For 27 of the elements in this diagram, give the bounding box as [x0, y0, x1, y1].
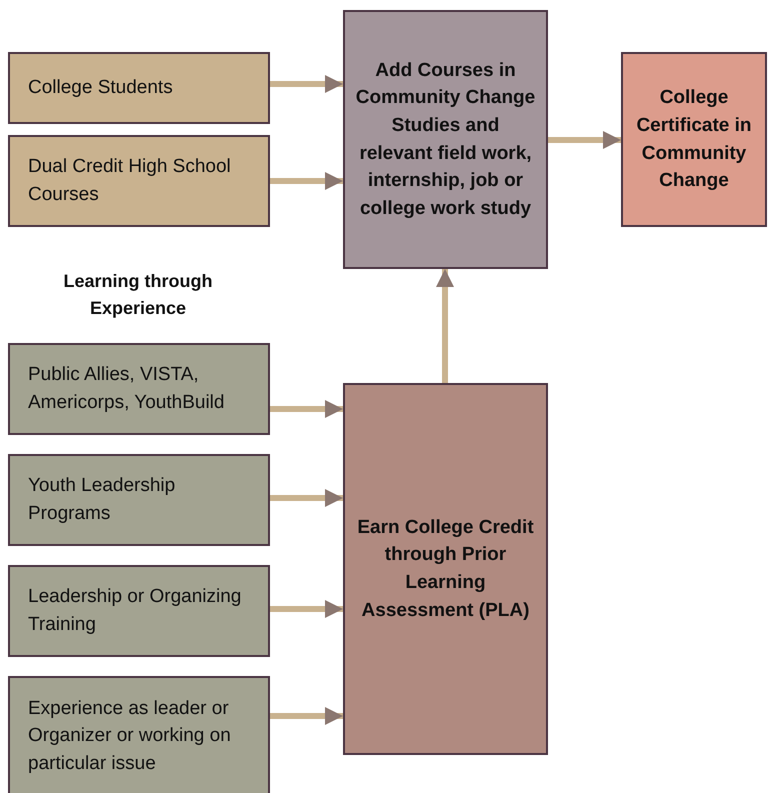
arrow	[270, 707, 343, 725]
section-heading: Learning through Experience	[62, 270, 214, 320]
box-text: College Students	[28, 76, 173, 100]
process-box	[343, 10, 548, 269]
process-box	[343, 383, 548, 755]
process-box	[8, 565, 270, 657]
process-box	[8, 676, 270, 793]
arrow	[270, 75, 343, 93]
arrow	[548, 131, 621, 149]
process-box	[8, 454, 270, 546]
box-text: Experience as leader or Organizer or working on particular issue	[28, 696, 232, 776]
box-text: Dual Credit High School Courses	[28, 155, 232, 207]
box-text: Add Courses in Community Change Studies and relevant field work, internship, job or college work study	[354, 58, 536, 221]
box-text: Leadership or Organizing Training	[28, 585, 242, 637]
box-text: College Certificate in Community Change	[635, 86, 753, 194]
process-box	[8, 343, 270, 435]
arrow	[270, 400, 343, 418]
process-box	[8, 52, 270, 124]
box-text: Earn College Credit through Prior Learning Assessment (PLA)	[356, 516, 535, 623]
arrow	[436, 269, 454, 383]
box-text: Public Allies, VISTA, Americorps, YouthBuild	[28, 363, 226, 415]
process-box	[8, 135, 270, 227]
process-box	[621, 52, 767, 227]
box-text: Youth Leadership Programs	[28, 474, 176, 526]
arrow	[270, 489, 343, 507]
arrow	[270, 600, 343, 618]
arrow	[270, 172, 343, 190]
